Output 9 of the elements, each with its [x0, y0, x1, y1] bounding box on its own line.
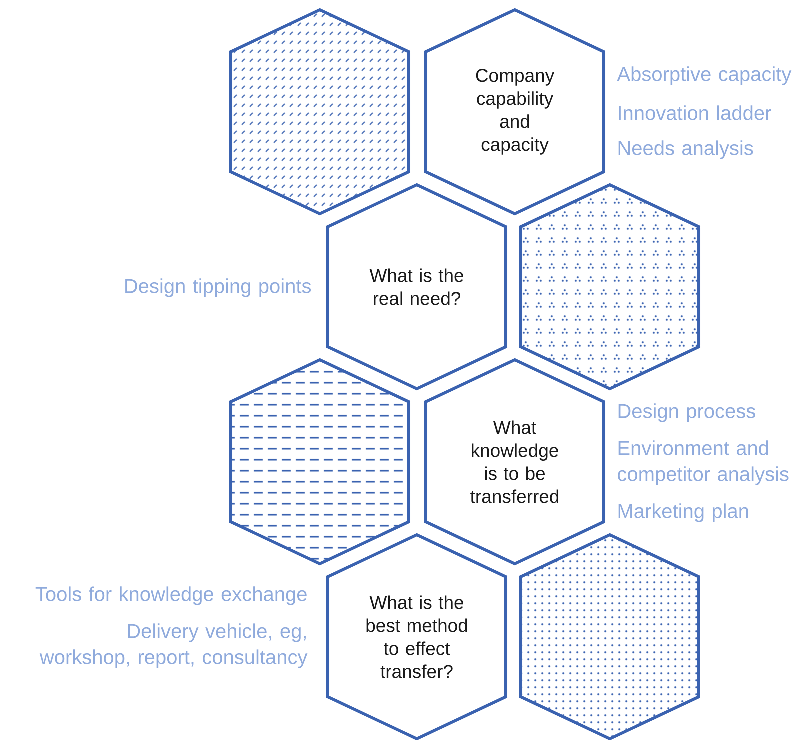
side-label: Innovation ladder	[619, 106, 772, 120]
side-label: Marketing plan	[618, 504, 748, 522]
side-label: Design tipping points	[126, 278, 312, 298]
side-label: Needs analysis	[618, 140, 754, 160]
side-label: Delivery vehicle, eg, workshop, report, consultancy	[40, 624, 308, 668]
side-label: Absorptive capacity	[617, 66, 792, 86]
side-label: Design process	[618, 404, 756, 422]
side-label: Environment and competitor analysis	[618, 440, 789, 486]
side-label: Tools for knowledge exchange	[36, 586, 307, 606]
